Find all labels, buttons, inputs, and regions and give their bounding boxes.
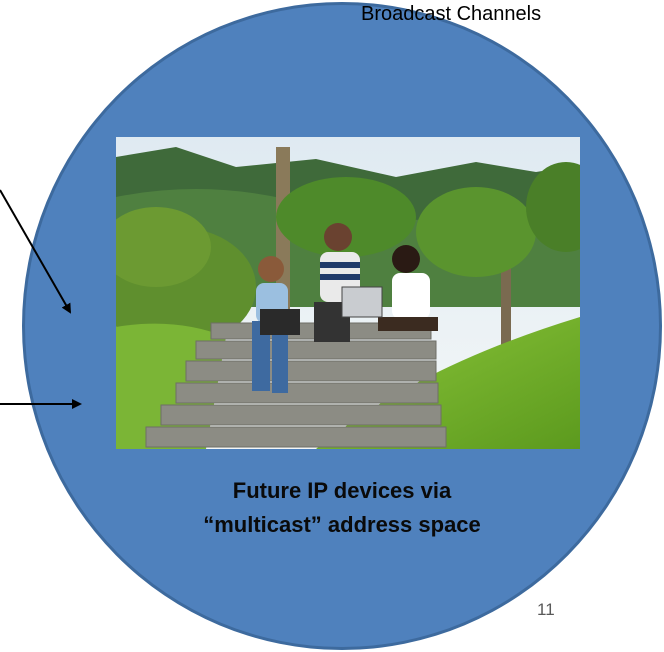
students-with-laptops-photo <box>116 137 580 449</box>
diagonal-arrow <box>0 189 71 314</box>
heading-broadcast-channels: Broadcast Channels <box>361 3 542 25</box>
slide-number: 11 <box>537 600 555 619</box>
caption-line-2: “multicast” address space <box>203 512 481 537</box>
caption: Future IP devices via “multicast” addres… <box>130 474 554 542</box>
caption-line-1: Future IP devices via <box>232 478 452 503</box>
